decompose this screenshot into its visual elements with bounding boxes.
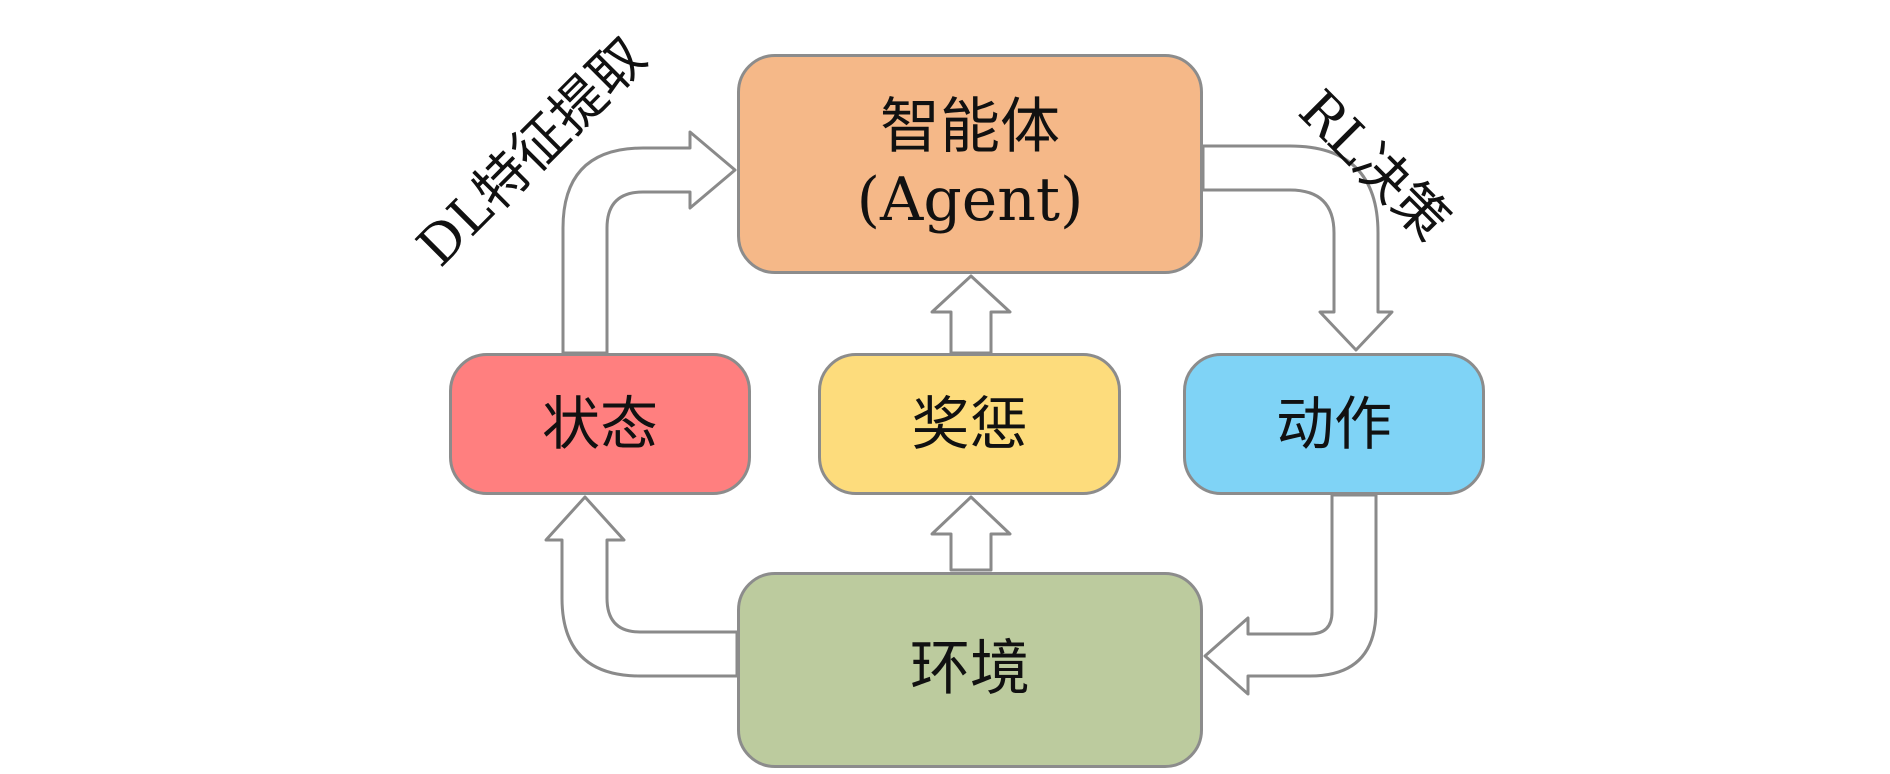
- environment-node: 环境: [737, 572, 1203, 768]
- state-node: 状态: [449, 353, 751, 495]
- arrow-state-to-agent: [561, 130, 737, 355]
- state-label: 状态: [541, 389, 658, 458]
- agent-label-chinese: 智能体: [880, 91, 1060, 162]
- arrow-action-to-environment: [1203, 493, 1378, 696]
- reward-node: 奖惩: [818, 353, 1121, 495]
- arrow-environment-to-reward: [930, 495, 1012, 572]
- environment-label: 环境: [910, 634, 1030, 705]
- agent-label-english: (Agent): [856, 165, 1084, 235]
- action-node: 动作: [1183, 353, 1485, 495]
- arrow-environment-to-state: [544, 495, 739, 678]
- agent-node: 智能体 (Agent): [737, 54, 1203, 274]
- arrow-reward-to-agent: [930, 274, 1012, 355]
- reward-label: 奖惩: [911, 389, 1028, 458]
- arrow-agent-to-action: [1201, 144, 1394, 352]
- action-label: 动作: [1275, 389, 1392, 458]
